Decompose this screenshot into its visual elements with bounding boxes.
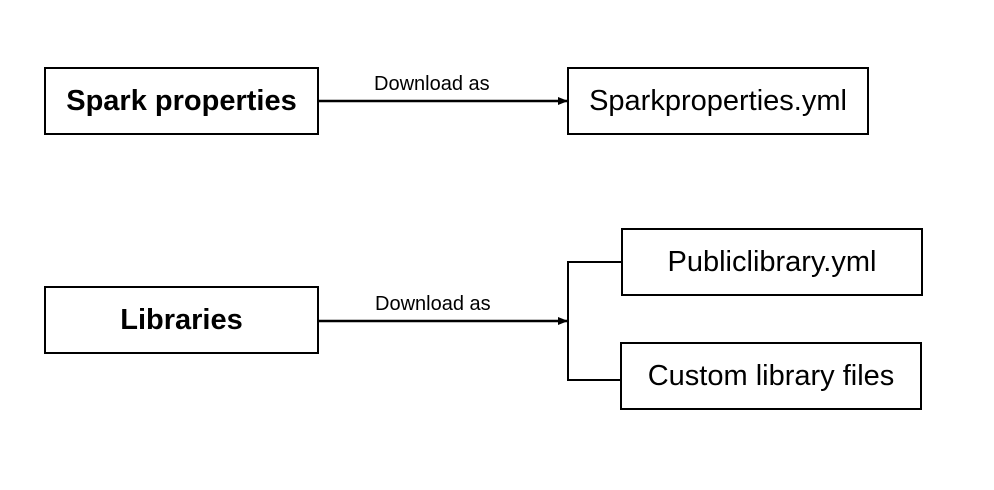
sparkproperties-yml-box: Sparkproperties.yml: [567, 67, 869, 135]
download-as-label-libraries: Download as: [375, 293, 491, 315]
libraries-box: Libraries: [44, 286, 319, 354]
custom-library-files-box: Custom library files: [620, 342, 922, 410]
spark-properties-box: Spark properties: [44, 67, 319, 135]
download-as-label-spark: Download as: [374, 73, 490, 95]
bracket-library-outputs: [567, 261, 621, 381]
publiclibrary-yml-box: Publiclibrary.yml: [621, 228, 923, 296]
